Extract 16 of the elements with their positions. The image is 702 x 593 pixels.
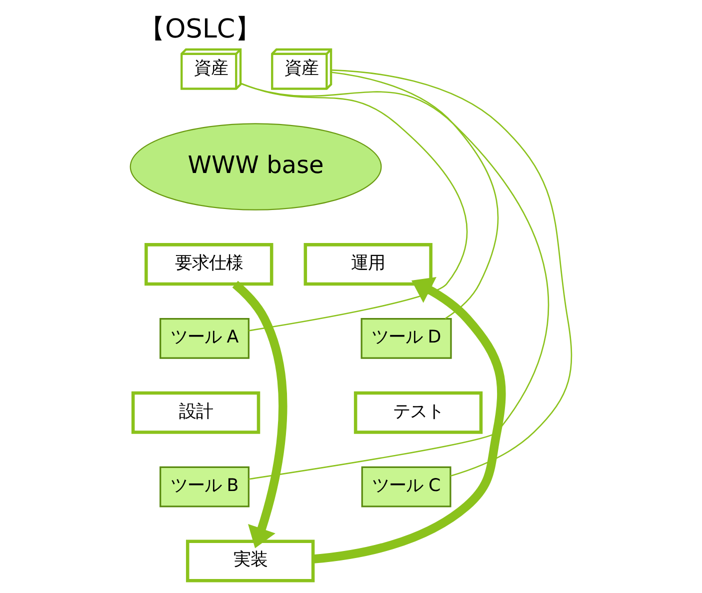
arrow [313,277,506,564]
node-box: テスト [354,391,483,434]
node-box: 要求仕様 [144,243,274,286]
connector [240,82,468,332]
node-box: 運用 [304,243,432,286]
node-ellipse: WWW base [130,123,382,210]
node-box: 実装 [186,540,315,582]
connector [240,82,549,480]
node-box: ツール B [160,466,250,508]
node-box: ツール D [360,318,452,359]
diagram-title: 【OSLC】 [139,14,262,45]
node-box: 設計 [131,391,260,434]
node-box: ツール C [361,466,452,508]
connector [331,72,499,320]
connector [331,69,572,477]
node-box: ツール A [160,318,250,359]
